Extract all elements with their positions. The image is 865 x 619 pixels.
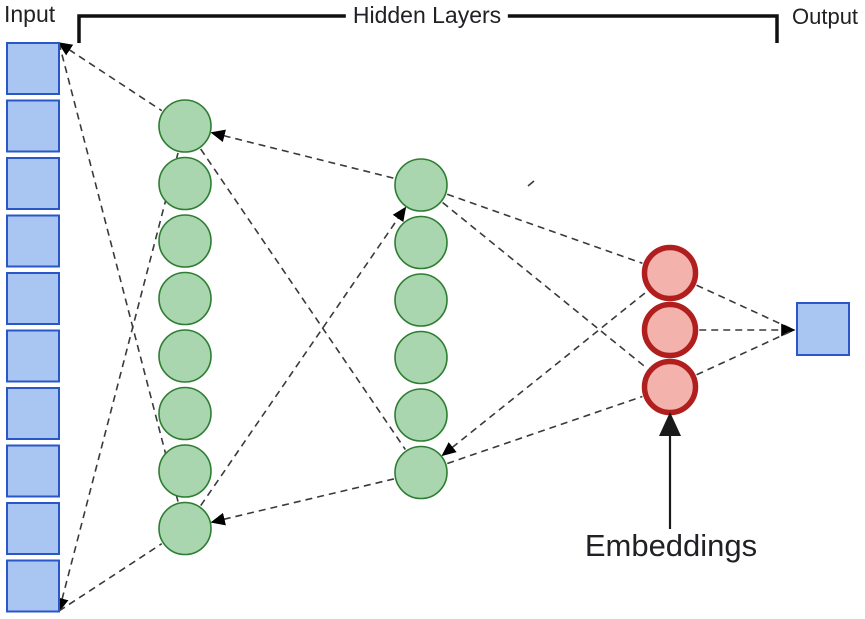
embeddings-arrowhead <box>659 412 681 436</box>
edge-input-top-to-h1-0 <box>57 42 163 112</box>
input-layer-node <box>6 99 60 153</box>
hidden-layer-1-node <box>158 156 212 211</box>
hidden-layer-2-node <box>394 445 448 500</box>
hidden-layers-label: Hidden Layers <box>345 2 509 29</box>
hidden-layer-1-node <box>158 214 212 268</box>
edge-emb-2-to-output <box>696 329 795 376</box>
edge-h2-5-to-emb-2 <box>447 395 643 465</box>
hidden-layer-1-node <box>158 329 212 383</box>
edge-h1-7-to-h2-0 <box>200 206 407 507</box>
input-layer-node <box>6 329 60 383</box>
hidden-layer-2-node <box>394 215 448 270</box>
edge-h2-0-to-emb-2 <box>442 201 648 370</box>
input-layer-node <box>6 387 60 440</box>
input-layer-node <box>6 444 60 498</box>
embeddings-layer-node <box>641 244 699 302</box>
input-layer-node <box>6 272 60 325</box>
hidden-layer-2-node <box>394 273 448 327</box>
input-label: Input <box>4 1 56 27</box>
input-layer-node <box>6 502 60 555</box>
output-label: Output <box>792 4 859 29</box>
edge-h1-0-to-h2-0 <box>210 129 395 180</box>
hidden-layer-2-node <box>394 330 448 385</box>
embeddings-layer-node <box>641 358 699 416</box>
stray-dash-mark <box>527 180 535 187</box>
hidden-layer-1-node <box>158 99 212 153</box>
annotations <box>527 180 681 529</box>
hidden-layer-1-node <box>158 386 212 441</box>
input-layer-node <box>6 214 60 268</box>
embeddings-layer-node <box>641 301 699 359</box>
edge-input-bottom-to-h1-7 <box>58 543 163 612</box>
hidden-layer-2-node <box>394 388 448 442</box>
input-layer-node <box>6 559 60 613</box>
connection-edges <box>56 42 796 613</box>
edge-h2-0-to-emb-0 <box>446 193 643 265</box>
edge-h2-5-to-emb-0 <box>441 290 648 457</box>
input-layer-node <box>6 42 60 95</box>
network-nodes <box>6 42 850 613</box>
edge-input-top-to-h1-7 <box>58 42 179 502</box>
edge-h1-0-to-h2-5 <box>199 148 407 450</box>
input-layer-node <box>6 157 60 210</box>
hidden-layer-2-node <box>394 158 448 212</box>
output-layer-node <box>796 302 850 356</box>
hidden-layer-1-node <box>158 444 212 498</box>
edge-input-bottom-to-h1-0 <box>56 152 179 613</box>
edge-h1-7-to-h2-5 <box>210 478 395 526</box>
hidden-layer-1-node <box>158 271 212 326</box>
edge-emb-0-to-output <box>696 284 795 331</box>
embeddings-label: Embeddings <box>584 528 758 563</box>
hidden-layer-1-node <box>158 501 212 556</box>
